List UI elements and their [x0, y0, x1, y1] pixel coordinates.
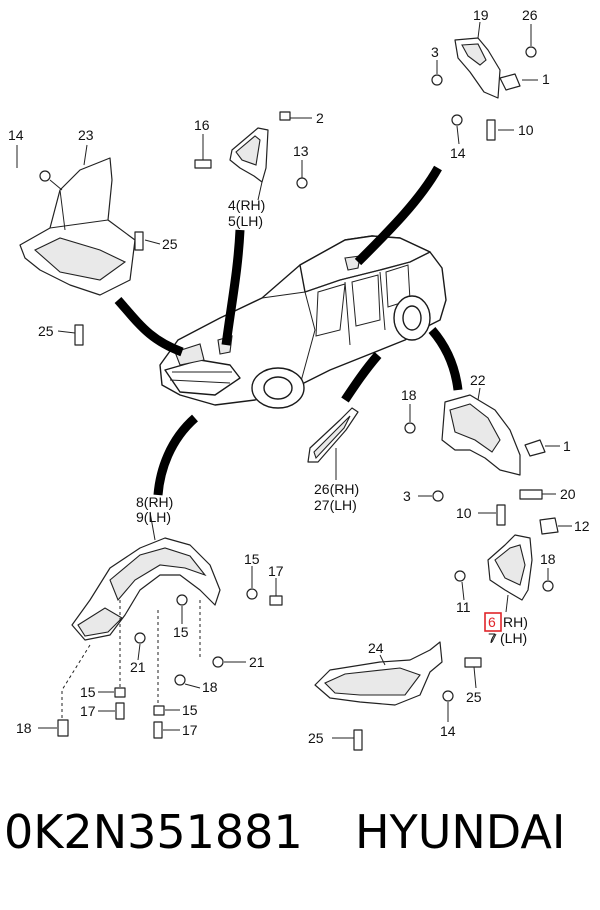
callout-1: 1 [542, 71, 550, 87]
callout-9-lh: 9(LH) [136, 509, 171, 525]
pointer-arrows [114, 165, 463, 496]
car-illustration [159, 235, 447, 409]
callout-18b: 18 [202, 679, 218, 695]
callout-27-lh: 27(LH) [314, 497, 357, 513]
rear-splash-shield-group [431, 21, 538, 145]
callout-6-rh: RH) [503, 614, 528, 630]
callout-1b: 1 [563, 438, 571, 454]
callout-25a: 25 [162, 236, 178, 252]
callout-17b: 17 [80, 703, 96, 719]
callout-3: 3 [431, 44, 439, 60]
callout-10b: 10 [456, 505, 472, 521]
caption-bar: 0K2N351881 HYUNDAI [0, 805, 600, 885]
callout-7-lh: (LH) [500, 630, 527, 646]
callout-20: 20 [560, 486, 576, 502]
highlighted-callout-box [484, 612, 502, 632]
callout-17c: 17 [182, 722, 198, 738]
callout-3b: 3 [403, 488, 411, 504]
callout-14b: 14 [8, 127, 24, 143]
callout-22: 22 [470, 372, 486, 388]
callout-10: 10 [518, 122, 534, 138]
parts-diagram: 19 26 3 1 14 10 16 2 13 4(RH) 5(LH) 14 2… [8, 7, 590, 751]
callout-6-number: 6 [488, 614, 496, 630]
callout-15d: 15 [182, 702, 198, 718]
callout-17a: 17 [268, 563, 284, 579]
callout-13: 13 [293, 143, 309, 159]
front-under-cover-group [16, 144, 161, 346]
callout-12: 12 [574, 518, 590, 534]
callout-21a: 21 [130, 659, 146, 675]
callout-5-lh: 5(LH) [228, 213, 263, 229]
callout-19: 19 [473, 7, 489, 23]
callout-25b: 25 [38, 323, 54, 339]
sill-moulding-group [307, 407, 359, 480]
callout-25d: 25 [308, 730, 324, 746]
callout-16: 16 [194, 117, 210, 133]
brand-name: HYUNDAI [355, 805, 566, 859]
front-mud-flap-group [194, 111, 312, 201]
callout-14: 14 [450, 145, 466, 161]
rear-wheel-guard-group [404, 387, 560, 526]
callout-14c: 14 [440, 723, 456, 739]
callout-21b: 21 [249, 654, 265, 670]
callout-24: 24 [368, 640, 384, 656]
callout-18d: 18 [540, 551, 556, 567]
part-number: 0K2N351881 [4, 805, 303, 859]
callout-4-rh: 4(RH) [228, 197, 265, 213]
callout-18c: 18 [16, 720, 32, 736]
callout-25c: 25 [466, 689, 482, 705]
callout-11: 11 [456, 599, 471, 615]
callout-26: 26 [522, 7, 538, 23]
callout-15a: 15 [244, 551, 260, 567]
callout-23: 23 [78, 127, 94, 143]
callout-15c: 15 [80, 684, 96, 700]
rear-mud-flap-group [454, 517, 572, 643]
callout-8-rh: 8(RH) [136, 494, 173, 510]
callout-26-rh: 26(RH) [314, 481, 359, 497]
callout-15b: 15 [173, 624, 189, 640]
callout-7: 7 [488, 630, 496, 646]
rear-under-cover-group [314, 641, 482, 751]
callout-18a: 18 [401, 387, 417, 403]
callout-2: 2 [316, 110, 324, 126]
front-wheel-guard-group [38, 511, 283, 739]
